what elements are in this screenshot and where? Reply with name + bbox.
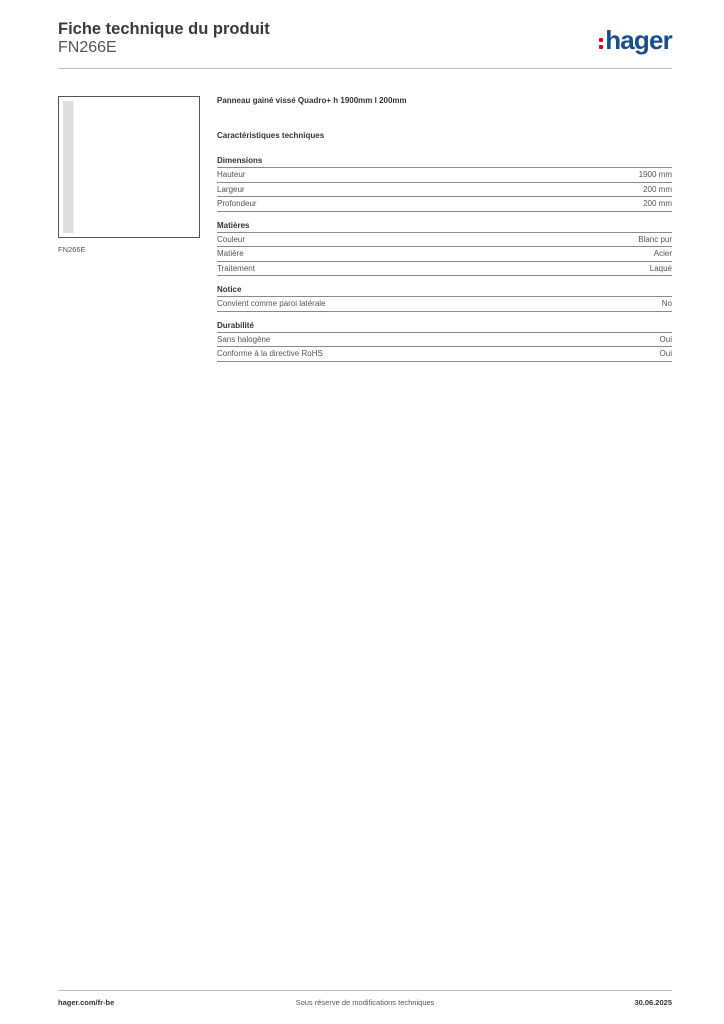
footer-notice: Sous réserve de modifications techniques [295,998,435,1007]
spec-value: Oui [659,334,672,344]
spec-value: 1900 mm [638,170,672,179]
section-title: Caractéristiques techniques [217,131,325,140]
spec-value: No [661,299,672,308]
spec-group-title: Dimensions [217,156,263,165]
spec-value: Oui [659,349,672,358]
footer-divider [58,990,672,991]
page-footer: hager.com/fr-be Sous réserve de modifica… [58,998,672,1010]
spec-group-title: Durabilité [217,320,254,330]
panel-illustration [63,101,74,233]
spec-value: 200 mm [643,199,672,208]
product-name: Panneau gainé vissé Quadro+ h 1900mm l 2… [217,96,407,105]
page-header: Fiche technique du produit FN266E hager [58,20,673,68]
spec-label: Hauteur [217,170,246,179]
footer-date: 30.06.2025 [634,998,672,1007]
spec-label: Conforme à la directive RoHS [217,349,323,358]
spec-label: Profondeur [217,199,257,208]
product-image [58,96,200,238]
spec-content: Panneau gainé vissé Quadro+ h 1900mm l 2… [217,96,672,371]
spec-row: Hauteur 1900 mm [217,167,672,182]
spec-value: 200 mm [643,184,672,194]
spec-row: Traitement Laqué [217,260,672,276]
spec-row: Conforme à la directive RoHS Oui [217,346,672,362]
spec-label: Convient comme paroi latérale [217,299,326,308]
spec-row: Convient comme paroi latérale No [217,296,672,312]
spec-row: Largeur 200 mm [217,181,672,197]
spec-label: Couleur [217,234,246,244]
hager-logo: hager [599,25,673,55]
spec-row: Couleur Blanc pur [217,231,672,247]
product-reference: FN266E [58,39,117,56]
logo-text: hager [605,25,673,55]
spec-label: Largeur [217,184,245,194]
spec-row: Matière Acier [217,246,672,261]
document-title: Fiche technique du produit [58,20,270,38]
spec-group-title: Matières [217,220,250,230]
image-caption: FN266E [58,245,86,254]
spec-value: Acier [653,249,672,258]
footer-website: hager.com/fr-be [58,998,115,1007]
spec-row: Sans halogène Oui [217,331,672,347]
spec-label: Matière [217,249,244,258]
logo-dots-icon [599,37,604,49]
spec-label: Sans halogène [217,334,271,344]
spec-row: Profondeur 200 mm [217,196,672,212]
spec-value: Laqué [649,263,672,273]
header-divider [58,68,672,69]
spec-value: Blanc pur [638,234,672,244]
spec-group-title: Notice [217,285,242,294]
spec-label: Traitement [217,263,255,273]
